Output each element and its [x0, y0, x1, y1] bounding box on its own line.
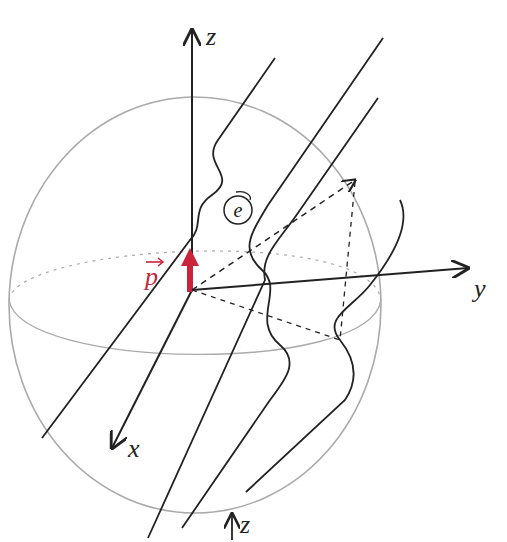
wave-ray [42, 58, 275, 438]
vector-bar-head [158, 258, 163, 266]
equator-front [9, 300, 381, 354]
axis-label: z [240, 512, 250, 538]
sphere-outline [9, 97, 381, 513]
dipole-head [181, 248, 199, 266]
electron-swirl [236, 192, 250, 200]
electron-label: e [234, 200, 243, 220]
dipole-arrow [187, 262, 193, 292]
vector-bar [146, 261, 162, 263]
z-axis-bottom [231, 514, 233, 540]
wave-ray [246, 200, 403, 492]
wave-ray [182, 38, 383, 528]
axis-label: x [128, 436, 140, 462]
electron-circle [224, 196, 252, 224]
wave-ray [148, 98, 378, 538]
projection-line [340, 182, 355, 340]
dipole-label: p [145, 264, 158, 290]
x-axis [112, 290, 192, 448]
axis-label: z [206, 24, 216, 50]
axis-label: y [474, 276, 486, 302]
projection-line [192, 290, 340, 340]
y-axis [192, 268, 468, 290]
